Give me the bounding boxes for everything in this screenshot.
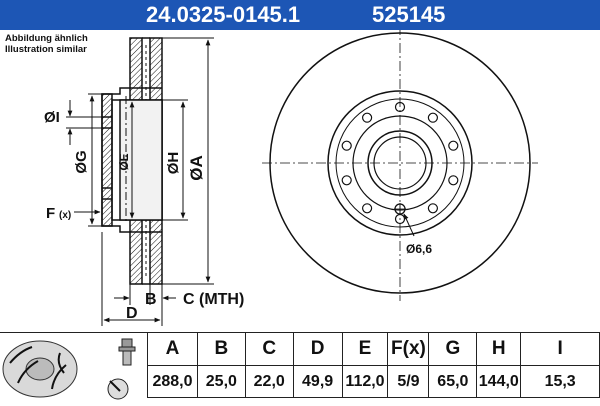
reference-number: 525145 <box>372 2 446 27</box>
bolt-hole <box>427 112 438 123</box>
hole-diameter-label: Ø6,6 <box>406 242 432 256</box>
bolt-hole <box>448 175 459 186</box>
disc-section-view <box>101 37 163 285</box>
note-german: Abbildung ähnlich <box>5 33 88 44</box>
table-header: C <box>244 332 294 366</box>
header-banner: 24.0325-0145.1 525145 <box>0 0 600 30</box>
table-value: 288,0 <box>147 365 198 398</box>
label-B: B <box>145 291 157 308</box>
label-C: C (MTH) <box>183 291 244 308</box>
bolt-hole <box>427 203 438 214</box>
label-G: ØG <box>73 150 90 173</box>
table-value: 25,0 <box>196 365 246 398</box>
label-F: F <box>46 205 55 222</box>
technical-drawing: ØA ØH ØE ØG ØI F (x) B C (MTH) D Ø6,6 <box>44 30 538 326</box>
table-value: 5/9 <box>387 365 430 398</box>
wear-indicator-icon <box>107 378 129 400</box>
table-header: G <box>428 332 478 366</box>
product-thumbnail <box>0 332 147 400</box>
table-value: 15,3 <box>520 365 600 398</box>
table-value: 144,0 <box>476 365 522 398</box>
bolt-hole <box>362 112 373 123</box>
note-english: Illustration similar <box>5 44 87 55</box>
table-header: E <box>341 332 389 366</box>
label-F-sub: (x) <box>59 210 71 221</box>
table-header: I <box>520 332 600 366</box>
disc-front-view <box>262 30 538 301</box>
label-I: ØI <box>44 109 60 126</box>
table-header: B <box>196 332 246 366</box>
table-value: 65,0 <box>428 365 478 398</box>
label-A: ØA <box>187 155 206 181</box>
disc-thumbnail-icon <box>2 340 78 398</box>
side-labels: ØA ØH ØE ØG ØI F (x) B C (MTH) D <box>44 109 244 322</box>
table-value: 22,0 <box>244 365 294 398</box>
bolt-hole <box>341 175 352 186</box>
label-E: ØE <box>117 153 131 170</box>
bolt-hole <box>448 140 459 151</box>
table-header-row: A B C D E F(x) G H I <box>147 332 600 366</box>
side-dimensions <box>66 37 214 326</box>
table-header: F(x) <box>387 332 430 366</box>
part-number: 24.0325-0145.1 <box>146 2 301 27</box>
table-value: 112,0 <box>341 365 389 398</box>
table-header: H <box>476 332 522 366</box>
dimension-table: A B C D E F(x) G H I 288,0 25,0 22,0 49,… <box>147 332 600 398</box>
bolt-hole <box>394 101 406 113</box>
table-value-row: 288,0 25,0 22,0 49,9 112,0 5/9 65,0 144,… <box>147 365 600 398</box>
bolt-hole <box>362 203 373 214</box>
bolt-hole <box>341 140 352 151</box>
bolt-icon <box>118 338 136 366</box>
table-header: D <box>292 332 343 366</box>
table-header: A <box>147 332 198 366</box>
label-H: ØH <box>165 152 182 175</box>
label-D: D <box>126 305 138 322</box>
table-value: 49,9 <box>292 365 343 398</box>
